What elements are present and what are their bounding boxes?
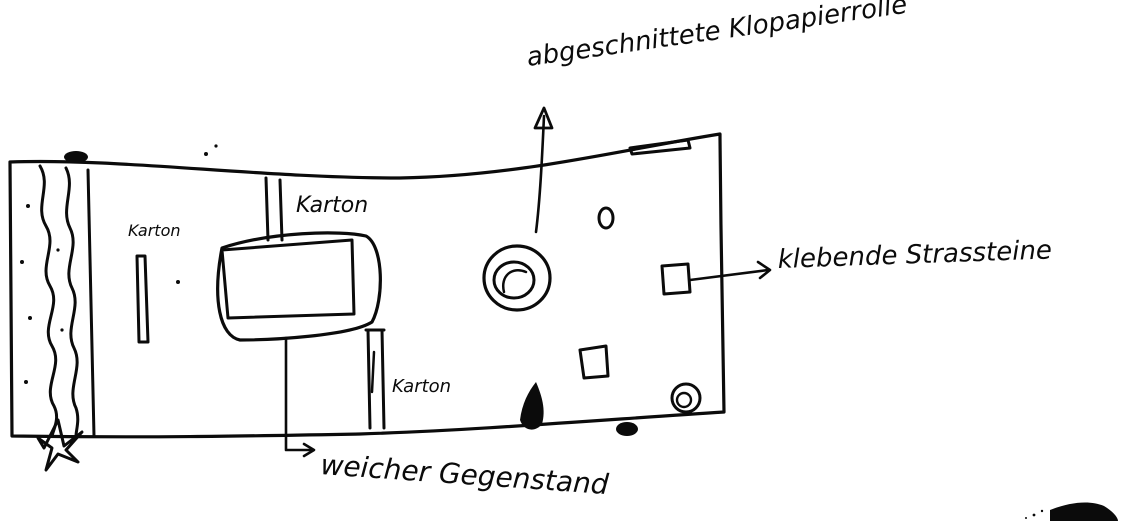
label-sticky-rhinestones: klebende Strassteine [777,235,1052,275]
leader-soft-object-arrowhead [302,442,316,458]
soft-object-inner [220,238,356,320]
cardboard-strip-left [135,254,150,344]
leader-toilet-roll-arrowhead [533,106,554,130]
stray-dot [176,280,180,284]
rhinestone-oval [597,206,615,230]
toilet-roll-inner [492,260,536,300]
label-cardboard-top: Karton [296,193,368,218]
rhinestone-round [670,382,702,414]
label-soft-object: weicher Gegenstand [320,448,610,501]
label-cut-toilet-roll: abgeschnittete Klopapierrolle [525,0,909,73]
rhinestone-square-2 [578,344,610,380]
roll-edge-line [86,168,96,438]
leader-soft-object [284,336,314,452]
scan-speckles [1025,509,1044,519]
roll-wave-2 [64,166,80,438]
toilet-roll-inner-curl [501,269,528,294]
label-cardboard-left: Karton [128,221,181,240]
edge-strip [628,138,692,156]
star-mark [36,418,84,472]
roll-speckles [20,204,64,384]
ink-blob [520,382,544,430]
cardboard-strip-bottom-mark [370,350,376,394]
cardboard-strip-bottom [364,328,386,430]
leader-toilet-roll [534,114,546,234]
leader-rhinestones [688,268,770,282]
ink-blob [616,422,638,436]
top-blob [64,151,88,163]
cardboard-strip-top [264,176,284,242]
scan-smudge [1050,502,1118,521]
leader-rhinestones-arrowhead [756,260,772,280]
rhinestone-square-1 [660,262,692,296]
label-cardboard-bottom: Karton [392,376,451,397]
soft-object-outer [216,231,382,342]
rhinestone-round-inner [675,391,693,409]
toilet-roll-outer [482,244,552,312]
main-body-outline [8,132,726,439]
roll-wave-1 [38,164,59,438]
stray-dot [214,144,218,148]
stray-dot [204,152,208,156]
